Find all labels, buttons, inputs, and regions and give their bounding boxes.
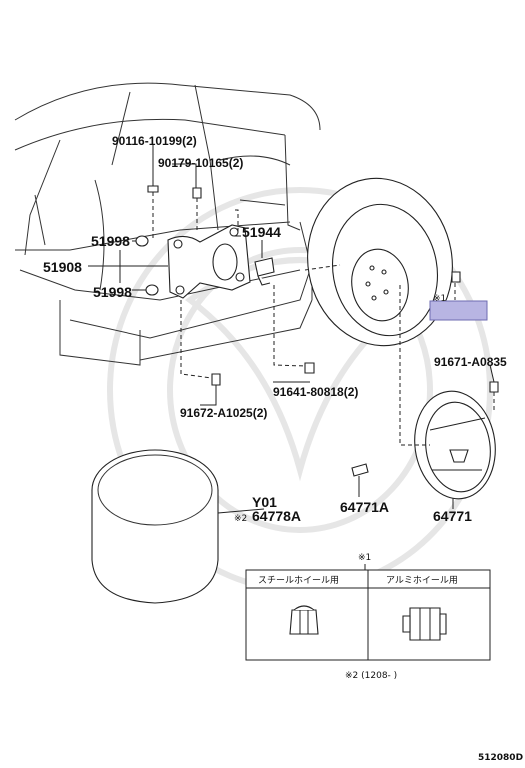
- label-51908: 51908: [43, 259, 82, 275]
- label-91641: 91641-80818(2): [273, 385, 358, 399]
- alloy-wheel-header: アルミホイール用: [386, 575, 458, 586]
- label-51998-lower: 51998: [93, 284, 132, 300]
- dashed-guides: [152, 192, 495, 446]
- label-51998-upper: 51998: [91, 233, 130, 249]
- label-64778A: 64778A: [252, 508, 301, 524]
- nut-type-table: ※1 スチールホイール用 アルミホイール用: [245, 553, 491, 661]
- spare-tire-cover-64771: [414, 390, 496, 500]
- diagram-code: 512080D: [478, 753, 523, 763]
- highlighted-part-region: [429, 300, 488, 321]
- hinge-bracket-51908: [167, 224, 251, 299]
- leader-lines: [88, 144, 495, 570]
- vehicle-rear-body: [14, 82, 321, 366]
- bolt-90179: [192, 187, 202, 199]
- label-51944: 51944: [242, 224, 281, 240]
- note-mark-1: ※1: [433, 294, 446, 304]
- spare-tire-wheel: [307, 177, 453, 347]
- bolt-91671: [489, 381, 499, 393]
- note-mark-2: ※2: [234, 514, 247, 524]
- steel-wheel-nut-icon: [289, 605, 319, 635]
- steel-wheel-header: スチールホイール用: [258, 575, 339, 586]
- table-note-mark: ※1: [358, 553, 371, 563]
- alloy-wheel-nut-icon: [402, 607, 447, 641]
- label-64771A: 64771A: [340, 499, 389, 515]
- label-64771: 64771: [433, 508, 472, 524]
- bolt-90116: [147, 185, 159, 193]
- hub-nut: [451, 271, 461, 283]
- soft-tire-cover-64778A: [91, 449, 219, 604]
- bolt-91641: [304, 362, 315, 374]
- label-90116: 90116-10199(2): [112, 134, 197, 148]
- stopper-51998-lower: [145, 284, 159, 296]
- label-y01: Y01: [252, 494, 277, 510]
- label-90179: 90179-10165(2): [158, 156, 243, 170]
- carrier-bracket-51944: [254, 257, 275, 286]
- label-91672: 91672-A1025(2): [180, 406, 267, 420]
- footnote-range: ※2 (1208- ): [345, 671, 397, 681]
- label-91671: 91671-A0835: [434, 355, 507, 369]
- bolt-91672: [211, 373, 221, 386]
- cover-clip-64771A: [351, 463, 369, 477]
- stopper-51998-upper: [135, 235, 149, 247]
